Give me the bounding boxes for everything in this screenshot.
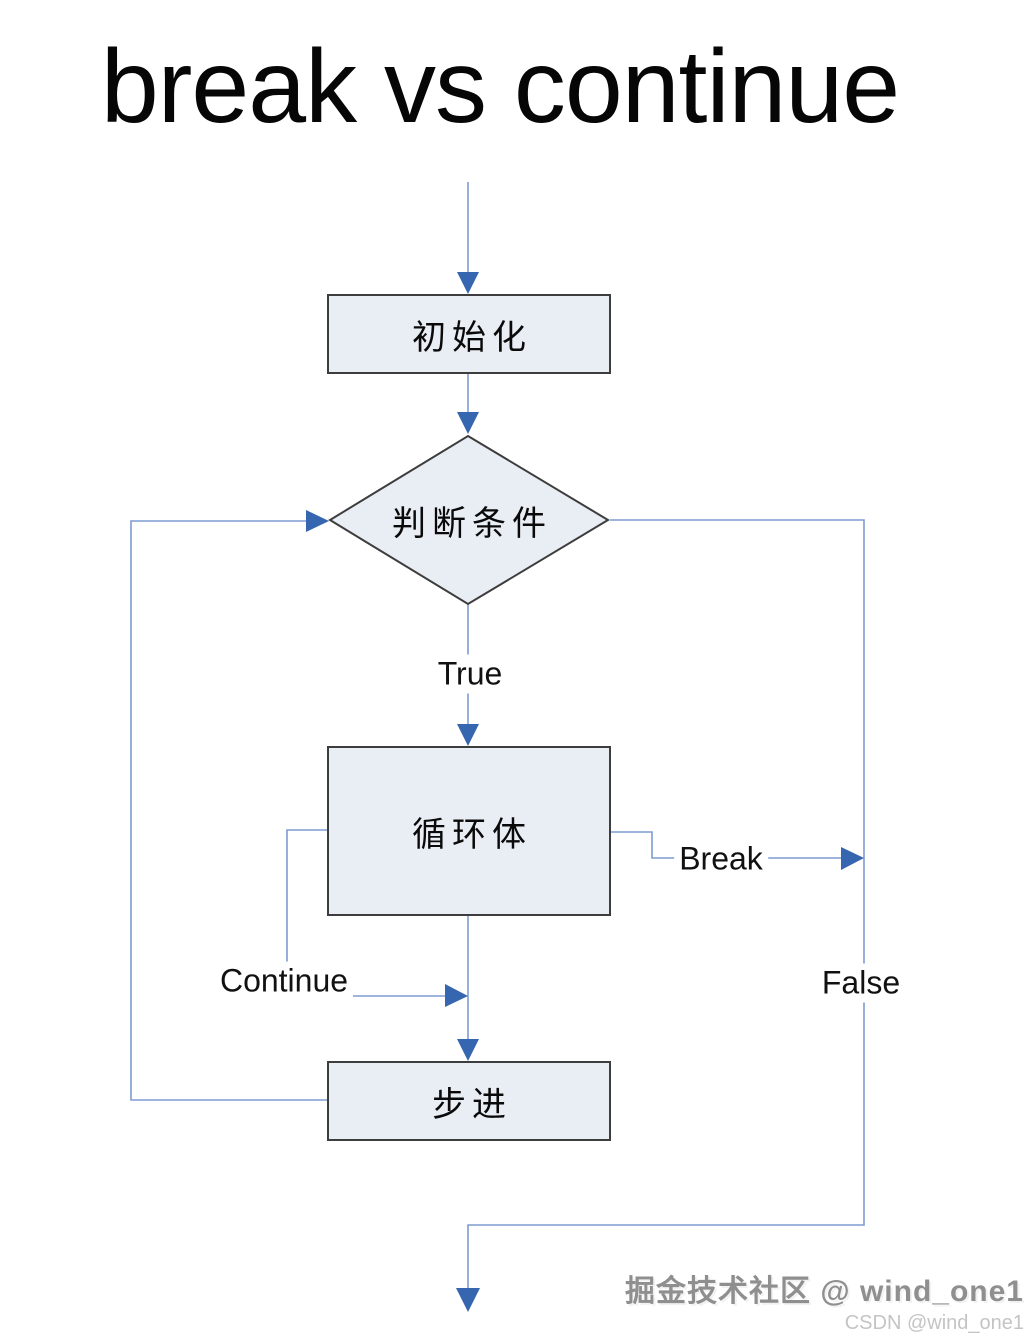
arrowhead-into-loopbody (457, 724, 479, 746)
watermark: 掘金技术社区 @ wind_one1 CSDN @wind_one1 (625, 1266, 1024, 1335)
node-condition-label: 判断条件 (392, 503, 552, 544)
arrowhead-into-init (457, 272, 479, 294)
node-step-label: 步进 (432, 1084, 512, 1125)
arrowhead-continue (445, 984, 468, 1007)
node-init-shape (327, 294, 611, 374)
arrowhead-break (841, 847, 864, 870)
edge-label-false: False (816, 963, 906, 1003)
node-condition-shape (328, 434, 610, 606)
edge-loopback (130, 520, 328, 1101)
page-title: break vs continue (100, 29, 900, 145)
node-init-label: 初始化 (412, 317, 532, 358)
node-step-shape (327, 1061, 611, 1141)
edge-label-continue: Continue (214, 961, 354, 1001)
watermark-juejin: 掘金技术社区 @ wind_one1 (625, 1275, 1024, 1308)
edge-label-break: Break (674, 839, 768, 879)
edge-false-to-end (467, 519, 865, 1292)
arrowhead-into-step (457, 1039, 479, 1061)
edge-label-true: True (432, 654, 508, 694)
arrowhead-end (456, 1288, 480, 1312)
node-loop-body-label: 循环体 (412, 814, 532, 855)
arrowhead-into-condition (457, 412, 479, 434)
node-loop-body-shape (327, 746, 611, 916)
arrowhead-loopback-into-condition (306, 510, 329, 532)
edge-continue (286, 829, 450, 997)
watermark-csdn: CSDN @wind_one1 (844, 1312, 1024, 1334)
